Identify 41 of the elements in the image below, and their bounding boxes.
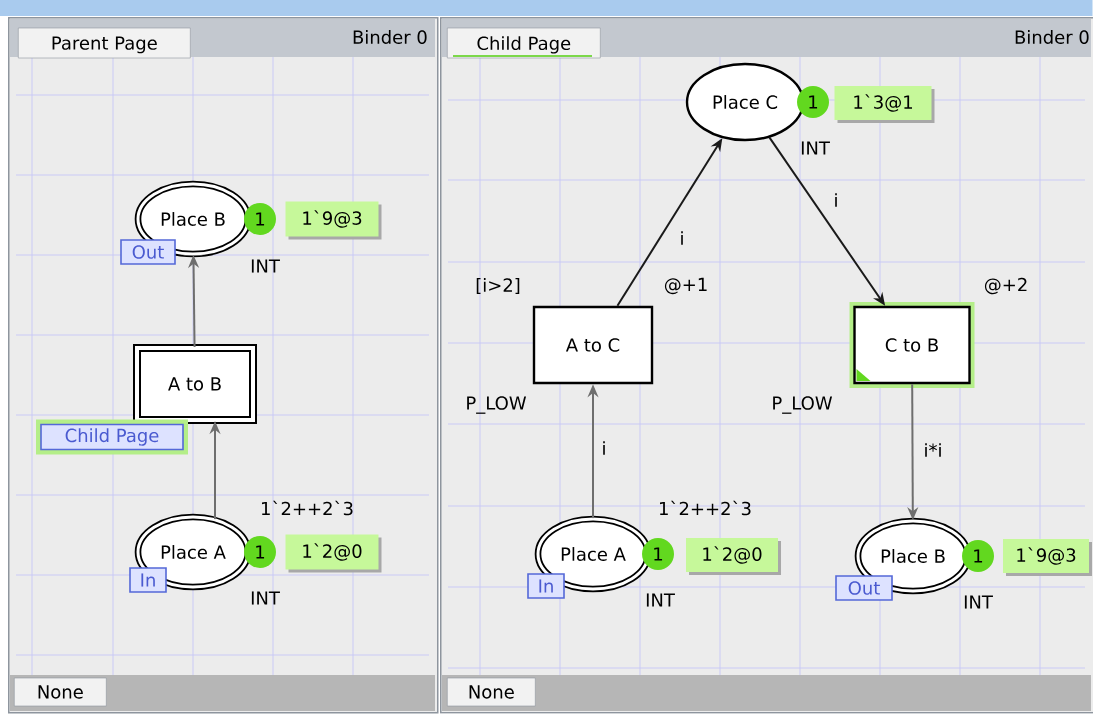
type-label: INT [964, 595, 993, 609]
type-label: INT [646, 593, 675, 607]
port-tag: Out [835, 575, 893, 601]
token-count: 1 [962, 540, 994, 572]
priority-label: P_LOW [773, 396, 833, 414]
token-count: 1 [244, 536, 276, 568]
edge-label: i [832, 192, 840, 208]
binder-label: Binder 0 [353, 30, 427, 44]
type-label: INT [251, 591, 280, 605]
page-tab: None [14, 677, 107, 707]
edge-label: i*i [922, 442, 944, 458]
time-label: @+2 [984, 277, 1027, 295]
marking-box: 1`9@3 [1003, 539, 1092, 576]
edge-label: i [678, 230, 686, 246]
initial-marking: 1`2++2`3 [660, 500, 751, 516]
title-bar [0, 0, 1093, 16]
marking-box: 1`9@3 [285, 201, 382, 240]
guard-label: [i>2] [476, 278, 520, 294]
port-tag: In [129, 567, 167, 593]
edge-label: i [600, 440, 608, 456]
port-tag: In [527, 573, 565, 599]
page-tab: Child Page [447, 27, 601, 59]
initial-marking: 1`2++2`3 [262, 500, 353, 516]
page-tab: None [447, 677, 536, 707]
transition-box: C to B [849, 302, 975, 388]
marking-box: 1`2@0 [686, 538, 781, 575]
subpage-tag: Child Page [36, 419, 188, 455]
type-label: INT [251, 259, 280, 273]
type-label: INT [801, 141, 830, 155]
time-label: @+1 [664, 277, 707, 295]
port-tag: Out [120, 239, 176, 265]
token-count: 1 [642, 538, 674, 570]
marking-box: 1`3@1 [834, 86, 935, 123]
transition-box: A to B [133, 344, 257, 424]
priority-label: P_LOW [467, 396, 527, 414]
token-count: 1 [797, 86, 829, 118]
binder-label: Binder 0 [1015, 30, 1089, 44]
marking-box: 1`2@0 [285, 534, 382, 573]
token-count: 1 [244, 203, 276, 235]
page-tab: Parent Page [18, 27, 191, 59]
transition-box: A to C [532, 305, 654, 385]
